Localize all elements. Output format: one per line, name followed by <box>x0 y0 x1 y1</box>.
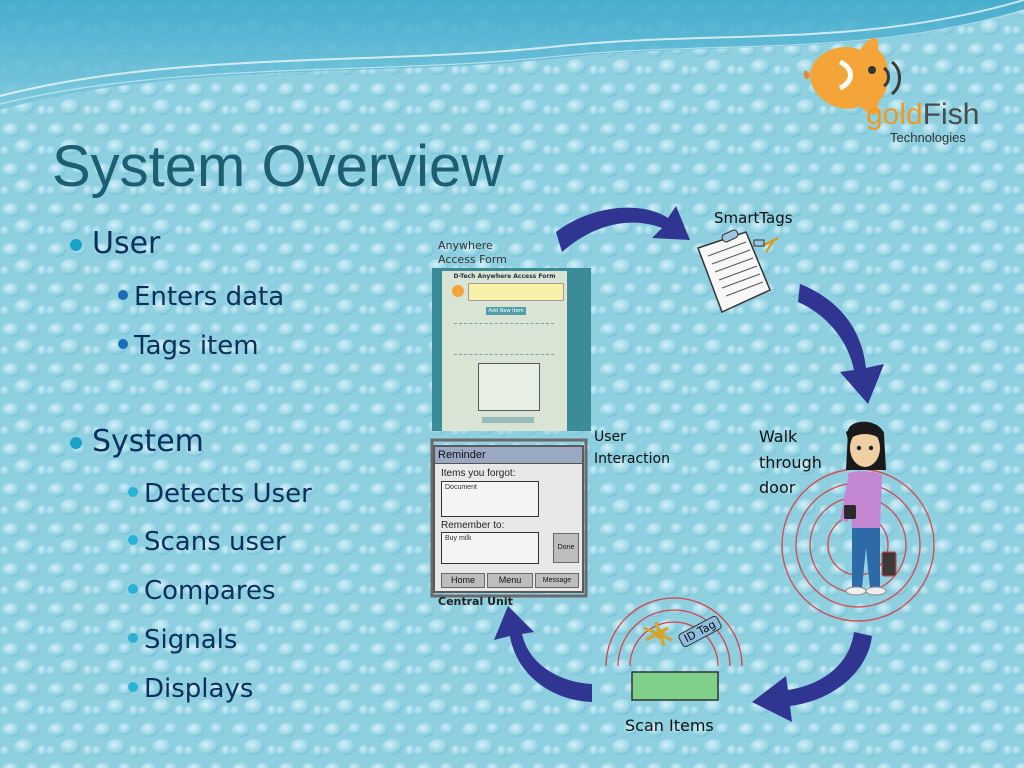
form-image-box <box>478 363 540 411</box>
bullet-text: Compares <box>144 576 276 606</box>
bullet-text: System <box>92 424 204 459</box>
walk-label-line1: Walk <box>759 427 798 446</box>
forgot-value: Document <box>445 484 477 491</box>
user-interaction-label-line2: Interaction <box>594 451 670 467</box>
bullet-text: Scans user <box>144 527 286 557</box>
logo-tagline: Technologies <box>890 130 966 145</box>
user-interaction-label-line1: User <box>594 429 626 445</box>
arrow-walk-to-scan-icon <box>752 632 872 722</box>
bullet-text: Enters data <box>134 282 285 312</box>
remember-label: Remember to: <box>441 520 505 531</box>
arrow-scan-to-central-icon <box>494 606 592 702</box>
bullet-item: Tags item <box>118 328 259 364</box>
bullet-dot-icon <box>128 584 138 594</box>
scanner-icon <box>605 597 743 701</box>
bullet-text: Displays <box>144 674 254 704</box>
walk-label-line2: through <box>759 453 822 472</box>
remember-box: Buy milk <box>441 532 539 564</box>
smarttags-note-icon <box>697 229 779 314</box>
bullet-item: Signals <box>128 622 238 658</box>
signal-waves-icon <box>883 60 901 96</box>
menu-button[interactable]: Menu <box>487 573 533 588</box>
smarttags-label: SmartTags <box>714 209 793 227</box>
goldfish-logo <box>803 37 901 115</box>
forgot-box: Document <box>441 481 539 517</box>
message-button[interactable]: Message <box>535 573 579 588</box>
home-button[interactable]: Home <box>441 573 485 588</box>
slide-title: System Overview <box>52 134 504 199</box>
walk-label-line3: door <box>759 478 796 497</box>
form-body: D-Tech Anywhere Access Form Add New Item <box>442 271 567 431</box>
bullet-item: Compares <box>128 573 276 609</box>
bullet-item: Detects User <box>128 476 312 512</box>
scan-items-label: Scan Items <box>625 716 714 735</box>
forgot-label: Items you forgot: <box>441 468 516 479</box>
bullet-text: User <box>92 226 161 261</box>
central-unit-frame <box>430 438 588 598</box>
bullet-dot-icon <box>118 339 128 349</box>
form-logo-icon <box>452 285 464 297</box>
arrow-smarttags-to-walk-icon <box>798 284 884 404</box>
form-text-block <box>454 323 554 355</box>
bullet-dot-icon <box>128 633 138 643</box>
bullet-dot-icon <box>70 239 82 251</box>
bullet-item: Enters data <box>118 279 285 315</box>
form-add-button[interactable]: Add New Item <box>486 307 526 315</box>
reminder-screen: Reminder Items you forgot: Document Reme… <box>433 445 584 593</box>
bullet-dot-icon <box>128 535 138 545</box>
anywhere-label-line1: Anywhere <box>438 239 493 252</box>
bullet-item: Displays <box>128 671 254 707</box>
bullet-item: Scans user <box>128 524 286 560</box>
bullet-dot-icon <box>118 290 128 300</box>
bullet-item: System <box>70 424 204 460</box>
bullet-text: Detects User <box>144 479 312 509</box>
reminder-header: Reminder <box>435 447 582 464</box>
person-walking-icon <box>840 421 897 596</box>
logo-fish: Fish <box>922 98 980 131</box>
logo-gold: gold <box>866 98 923 131</box>
bullet-dot-icon <box>128 682 138 692</box>
anywhere-label-line2: Access Form <box>438 253 507 266</box>
bullet-dot-icon <box>128 487 138 497</box>
done-button[interactable]: Done <box>553 533 579 563</box>
bullet-item: User <box>70 226 161 262</box>
form-header: D-Tech Anywhere Access Form <box>453 273 556 280</box>
anywhere-access-form-screenshot: D-Tech Anywhere Access Form Add New Item <box>432 268 591 431</box>
form-footer-buttons <box>482 417 534 423</box>
arrow-form-to-smarttags-icon <box>556 206 690 252</box>
logo-wordmark: goldFish <box>866 98 979 132</box>
bullet-text: Signals <box>144 625 238 655</box>
bullet-text: Tags item <box>134 331 259 361</box>
remember-value: Buy milk <box>445 535 472 542</box>
bullet-dot-icon <box>70 437 82 449</box>
central-unit-label: Central Unit <box>438 595 513 608</box>
fish-icon <box>803 37 889 115</box>
form-notice <box>468 283 564 301</box>
